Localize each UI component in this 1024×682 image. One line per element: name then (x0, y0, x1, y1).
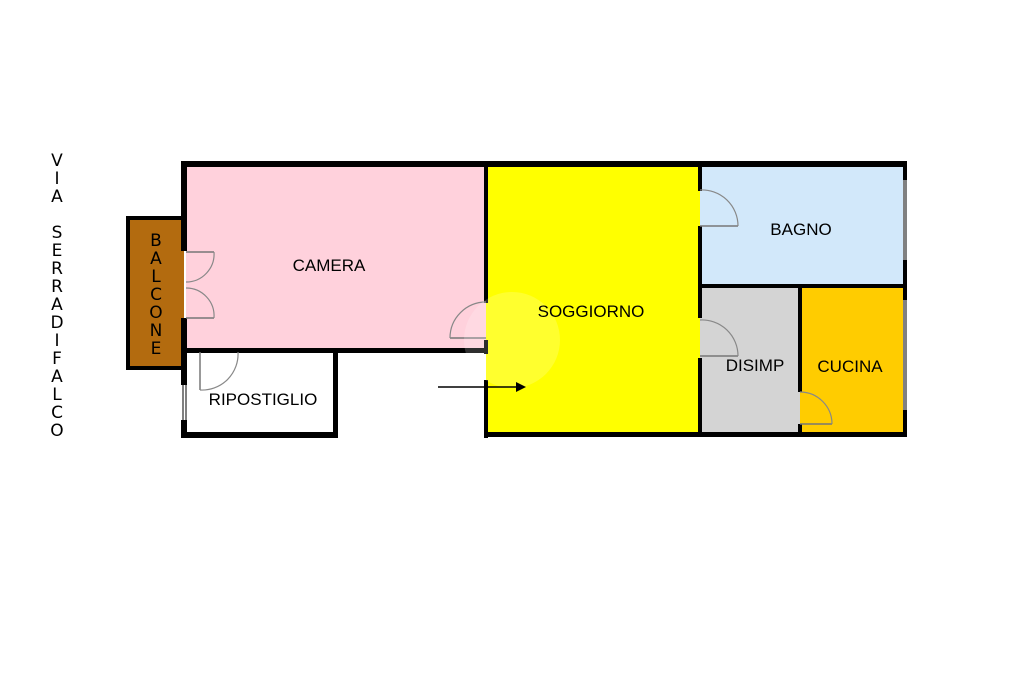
room-camera (186, 166, 486, 352)
label-disimp: DISIMP (726, 356, 785, 375)
room-ripostiglio (186, 352, 336, 436)
door-balcone (185, 251, 215, 319)
door-bagno (699, 189, 739, 227)
label-camera: CAMERA (293, 256, 366, 275)
room-soggiorno (486, 166, 700, 434)
room-balcone (128, 218, 184, 370)
windows (181, 180, 907, 420)
room-disimp (700, 286, 800, 434)
door-ripostiglio (199, 351, 239, 391)
label-cucina: CUCINA (817, 357, 883, 376)
entrance-arrow-icon (438, 382, 526, 392)
walls (126, 161, 907, 438)
label-soggiorno: SOGGIORNO (538, 302, 645, 321)
door-cucina (799, 391, 833, 425)
label-bagno: BAGNO (770, 220, 831, 239)
door-camera (449, 301, 487, 339)
label-ripostiglio: RIPOSTIGLIO (209, 390, 318, 409)
watermark (464, 292, 560, 388)
room-cucina (800, 286, 904, 434)
door-disimp (699, 319, 739, 357)
